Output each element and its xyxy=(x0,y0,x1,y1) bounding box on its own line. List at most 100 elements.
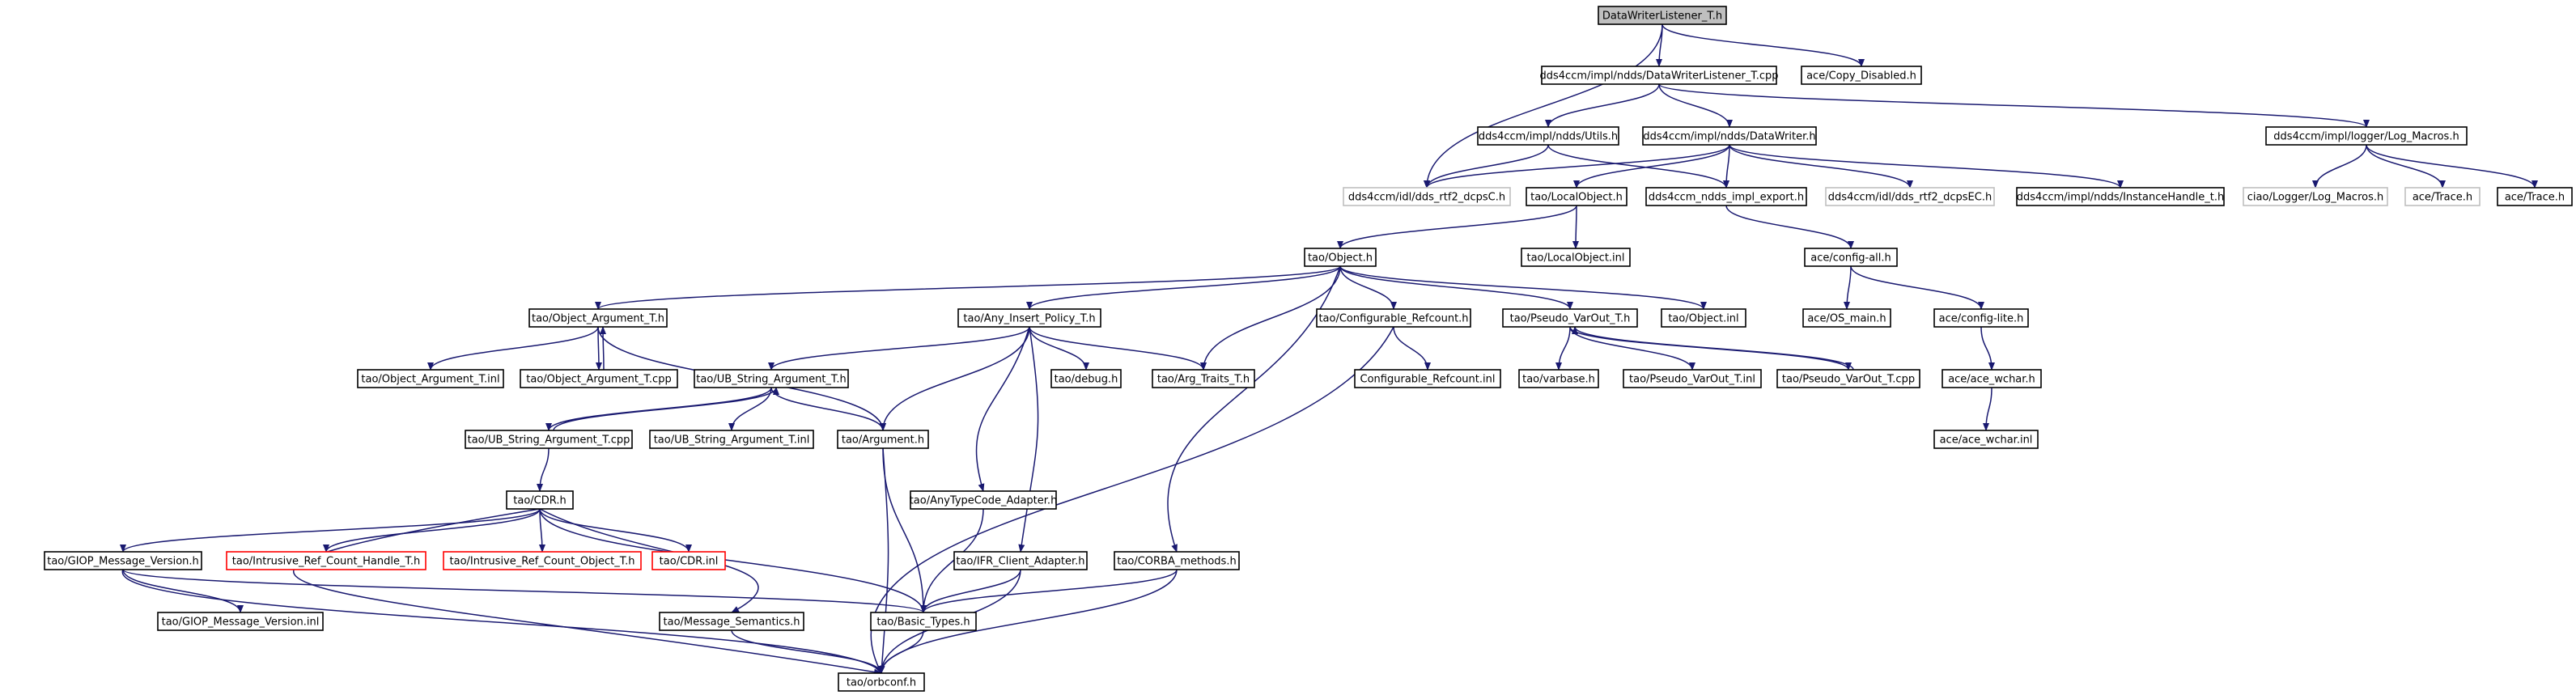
node-root[interactable]: DataWriterListener_T.h xyxy=(1598,6,1727,25)
node-argument-h[interactable]: tao/Argument.h xyxy=(837,430,929,449)
node-ndds-export[interactable]: dds4ccm_ndds_impl_export.h xyxy=(1645,187,1807,206)
edge-pseudo_cpp-to-pseudo_varout xyxy=(1572,326,1854,371)
node-box xyxy=(1933,308,2029,328)
node-label: dds4ccm_ndds_impl_export.h xyxy=(1649,192,1804,204)
node-object-inl[interactable]: tao/Object.inl xyxy=(1661,308,1746,328)
node-box xyxy=(910,490,1057,510)
node-label: tao/Object_Argument_T.h xyxy=(532,313,664,325)
node-pseudo-varout[interactable]: tao/Pseudo_VarOut_T.h xyxy=(1502,308,1638,328)
node-label: tao/Basic_Types.h xyxy=(876,617,970,629)
edge-cdr_h-to-basic_types xyxy=(539,508,927,613)
node-orbconf[interactable]: tao/orbconf.h xyxy=(838,672,925,692)
node-box xyxy=(1645,187,1807,206)
node-ub-str-inl[interactable]: tao/UB_String_Argument_T.inl xyxy=(649,430,814,449)
node-datawriter[interactable]: dds4ccm/impl/ndds/DataWriter.h xyxy=(1642,126,1817,146)
edge-obj_arg_h-to-obj_arg_cpp xyxy=(595,326,602,371)
edge-pseudo_varout-to-pseudo_inl xyxy=(1569,326,1695,371)
nodes-layer: DataWriterListener_T.h dds4ccm/impl/ndds/… xyxy=(44,6,2573,692)
node-intr-handle[interactable]: tao/Intrusive_Ref_Count_Handle_T.h xyxy=(226,551,427,570)
node-giop-h[interactable]: tao/GIOP_Message_Version.h xyxy=(44,551,202,570)
node-label: tao/Object.inl xyxy=(1668,313,1738,325)
node-ace-wchar-h[interactable]: ace/ace_wchar.h xyxy=(1942,369,2042,388)
node-label: tao/Argument.h xyxy=(842,434,924,447)
node-instancehandle[interactable]: dds4ccm/impl/ndds/InstanceHandle_t.h xyxy=(2016,187,2225,206)
node-label: ace/Copy_Disabled.h xyxy=(1806,70,1916,83)
edge-dwl_cpp-to-utils xyxy=(1545,83,1660,128)
node-ace-trace-missing[interactable]: ace/Trace.h xyxy=(2404,187,2481,206)
node-box xyxy=(1521,248,1631,267)
node-config-lite[interactable]: ace/config-lite.h xyxy=(1933,308,2029,328)
edge-object_h-to-any_insert xyxy=(1026,265,1341,310)
edge-localobject-to-object_h xyxy=(1337,205,1577,249)
node-basic-types[interactable]: tao/Basic_Types.h xyxy=(870,612,977,631)
node-ub-str-h[interactable]: tao/UB_String_Argument_T.h xyxy=(694,369,849,388)
edge-root-to-copy_disabled xyxy=(1661,23,1865,67)
node-localobject[interactable]: tao/LocalObject.h xyxy=(1526,187,1628,206)
node-ifr-client[interactable]: tao/IFR_Client_Adapter.h xyxy=(953,551,1088,570)
node-rtf2-dcpsC[interactable]: dds4ccm/idl/dds_rtf2_dcpsC.h xyxy=(1343,187,1511,206)
edge-cdr_h-to-orbconf xyxy=(293,508,882,676)
node-label: tao/Intrusive_Ref_Count_Object_T.h xyxy=(450,556,635,568)
node-debug-h[interactable]: tao/debug.h xyxy=(1050,369,1122,388)
node-label: tao/UB_String_Argument_T.inl xyxy=(654,434,810,447)
node-label: tao/GIOP_Message_Version.inl xyxy=(162,617,320,629)
node-os-main[interactable]: ace/OS_main.h xyxy=(1802,308,1891,328)
node-anytypecode[interactable]: tao/AnyTypeCode_Adapter.h xyxy=(910,490,1058,510)
node-utils[interactable]: dds4ccm/impl/ndds/Utils.h xyxy=(1477,126,1619,146)
edge-object_h-to-obj_arg_h xyxy=(595,265,1341,310)
node-rtf2-dcpsEC[interactable]: dds4ccm/idl/dds_rtf2_dcpsEC.h xyxy=(1825,187,1995,206)
node-box xyxy=(2265,126,2468,146)
node-obj-arg-h[interactable]: tao/Object_Argument_T.h xyxy=(528,308,668,328)
node-box xyxy=(1642,126,1817,146)
node-any-insert[interactable]: tao/Any_Insert_Policy_T.h xyxy=(957,308,1101,328)
node-box xyxy=(649,430,814,449)
node-giop-inl[interactable]: tao/GIOP_Message_Version.inl xyxy=(157,612,324,631)
edge-config_all-to-config_lite xyxy=(1850,265,1984,310)
node-label: tao/Configurable_Refcount.h xyxy=(1318,313,1468,325)
node-conf-refcount-inl[interactable]: Configurable_Refcount.inl xyxy=(1354,369,1501,388)
node-obj-arg-cpp[interactable]: tao/Object_Argument_T.cpp xyxy=(520,369,678,388)
edge-ub_str_cpp-to-cdr_h xyxy=(537,447,550,492)
node-box xyxy=(1114,551,1240,570)
node-intr-object[interactable]: tao/Intrusive_Ref_Count_Object_T.h xyxy=(443,551,642,570)
edge-ace_wchar_h-to-ace_wchar_inl xyxy=(1983,387,1992,431)
node-ub-str-cpp[interactable]: tao/UB_String_Argument_T.cpp xyxy=(465,430,633,449)
node-corba-methods[interactable]: tao/CORBA_methods.h xyxy=(1114,551,1240,570)
node-config-all[interactable]: ace/config-all.h xyxy=(1804,248,1898,267)
edges-layer xyxy=(120,23,2538,676)
node-box xyxy=(1825,187,1995,206)
node-label: DataWriterListener_T.h xyxy=(1602,11,1722,23)
edge-cdr_h-to-intr_object xyxy=(538,508,545,553)
node-arg-traits[interactable]: tao/Arg_Traits_T.h xyxy=(1152,369,1255,388)
node-box xyxy=(357,369,504,388)
node-ace-wchar-inl[interactable]: ace/ace_wchar.inl xyxy=(1933,430,2039,449)
node-box xyxy=(837,430,929,449)
node-label: tao/orbconf.h xyxy=(847,677,916,689)
node-label: ace/Trace.h xyxy=(2413,192,2472,204)
node-label: tao/IFR_Client_Adapter.h xyxy=(956,556,1084,568)
node-box xyxy=(1354,369,1501,388)
node-box xyxy=(659,612,804,631)
node-varbase[interactable]: tao/varbase.h xyxy=(1518,369,1599,388)
edge-any_insert-to-anytypecode xyxy=(975,326,1030,492)
node-cdr-inl[interactable]: tao/CDR.inl xyxy=(651,551,726,570)
node-log-macros[interactable]: dds4ccm/impl/logger/Log_Macros.h xyxy=(2265,126,2468,146)
node-pseudo-cpp[interactable]: tao/Pseudo_VarOut_T.cpp xyxy=(1776,369,1920,388)
node-box xyxy=(1661,308,1746,328)
node-msg-semantics[interactable]: tao/Message_Semantics.h xyxy=(659,612,804,631)
node-pseudo-inl[interactable]: tao/Pseudo_VarOut_T.inl xyxy=(1623,369,1762,388)
node-copy-disabled[interactable]: ace/Copy_Disabled.h xyxy=(1801,66,1922,85)
node-cdr-h[interactable]: tao/CDR.h xyxy=(506,490,574,510)
node-obj-arg-inl[interactable]: tao/Object_Argument_T.inl xyxy=(357,369,504,388)
edge-any_insert-to-argument_h xyxy=(880,326,1030,431)
node-ciao-log[interactable]: ciao/Logger/Log_Macros.h xyxy=(2243,187,2388,206)
node-label: dds4ccm/idl/dds_rtf2_dcpsC.h xyxy=(1348,192,1505,204)
node-localobject-inl[interactable]: tao/LocalObject.inl xyxy=(1521,248,1631,267)
node-dwl-cpp[interactable]: dds4ccm/impl/ndds/DataWriterListener_T.c… xyxy=(1540,66,1779,85)
edge-object_h-to-pseudo_varout xyxy=(1339,265,1573,310)
node-object-h[interactable]: tao/Object.h xyxy=(1304,248,1377,267)
edge-dwl_cpp-to-datawriter xyxy=(1658,83,1733,128)
node-conf-refcount[interactable]: tao/Configurable_Refcount.h xyxy=(1316,308,1471,328)
node-ace-trace[interactable]: ace/Trace.h xyxy=(2497,187,2573,206)
edge-cdr_h-to-giop_h xyxy=(120,508,541,553)
